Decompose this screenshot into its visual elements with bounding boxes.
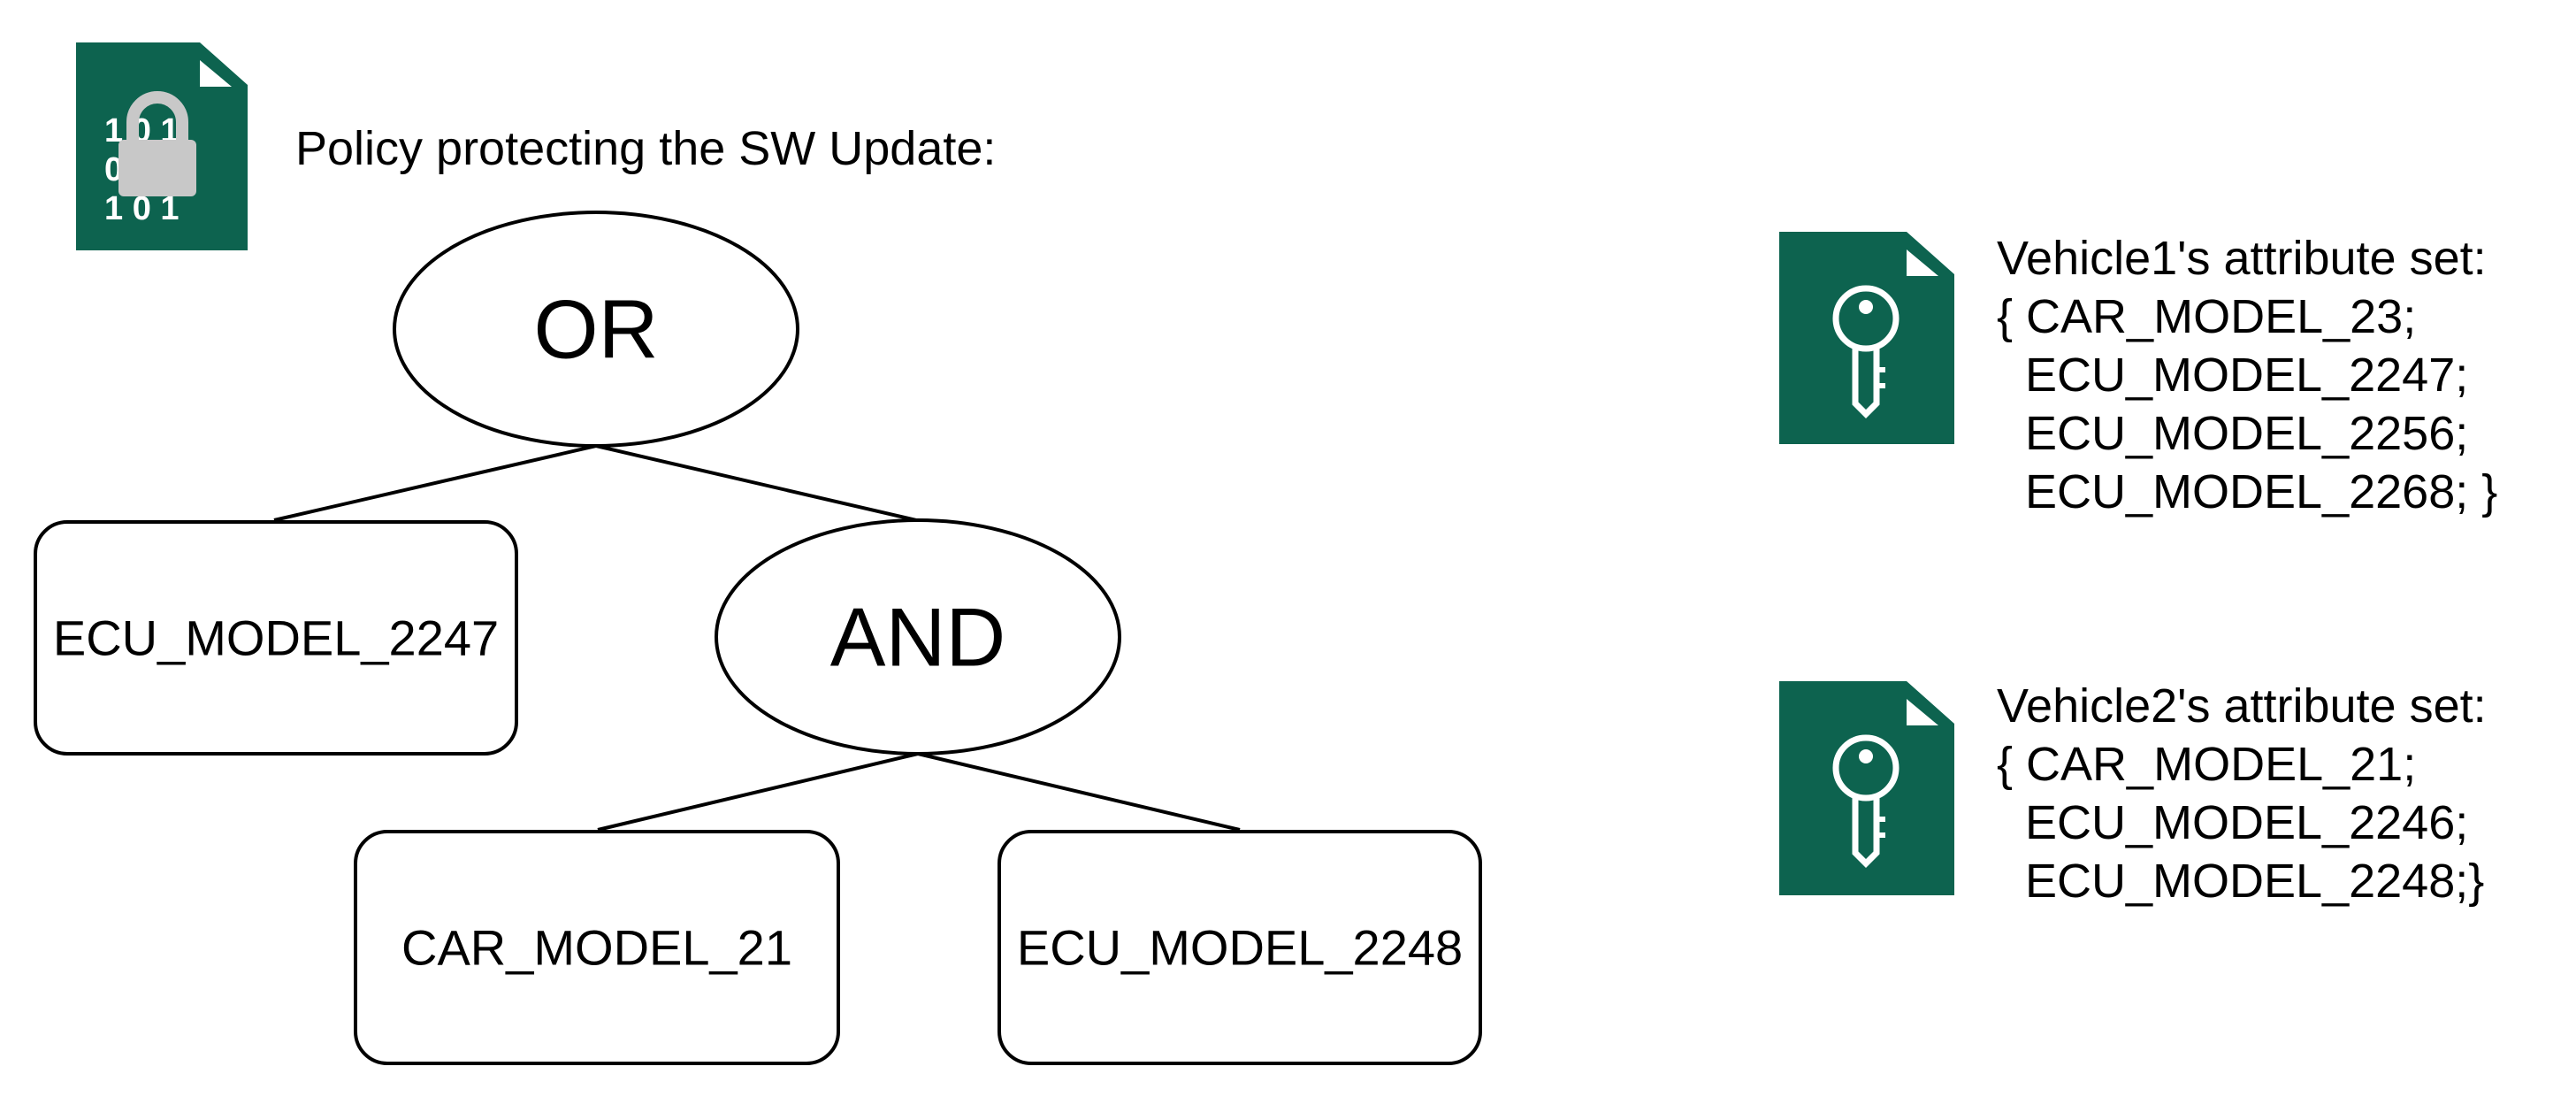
leaf-ecu-model-2248-label: ECU_MODEL_2248 xyxy=(1017,920,1463,976)
leaf-ecu-model-2248: ECU_MODEL_2248 xyxy=(998,830,1482,1065)
encrypted-file-icon: 1 0 1 0 1 0 1 xyxy=(76,42,248,250)
lock-icon xyxy=(118,91,196,196)
vehicle2-attribute-set: Vehicle2's attribute set: { CAR_MODEL_21… xyxy=(1997,679,2487,908)
and-node: AND xyxy=(715,518,1121,756)
or-node-label: OR xyxy=(534,283,659,376)
vehicle2-key-file-icon xyxy=(1779,681,1954,895)
policy-title: Policy protecting the SW Update: xyxy=(295,122,996,175)
vehicle2-attr-line-2: ECU_MODEL_2246; xyxy=(2025,796,2468,849)
leaf-ecu-model-2247: ECU_MODEL_2247 xyxy=(34,520,518,756)
vehicle1-attr-line-4: ECU_MODEL_2268; } xyxy=(2025,465,2497,518)
edge-or-to-left-leaf xyxy=(273,444,597,522)
binary-row-2: 0 xyxy=(104,151,123,188)
edge-and-to-ecu-leaf xyxy=(917,752,1241,832)
binary-digits: 1 0 1 0 1 0 1 xyxy=(104,112,180,227)
vehicle2-heading: Vehicle2's attribute set: xyxy=(1997,679,2487,733)
vehicle2-attr-line-1: { CAR_MODEL_21; xyxy=(1997,738,2416,791)
vehicle2-attr-line-3: ECU_MODEL_2248;} xyxy=(2025,855,2484,908)
vehicle1-attr-line-1: { CAR_MODEL_23; xyxy=(1997,290,2416,343)
leaf-car-model-21: CAR_MODEL_21 xyxy=(354,830,840,1065)
key-icon xyxy=(1832,285,1900,418)
and-node-label: AND xyxy=(830,591,1005,684)
vehicle1-attr-line-3: ECU_MODEL_2256; xyxy=(2025,407,2468,460)
vehicle1-attr-line-2: ECU_MODEL_2247; xyxy=(2025,349,2468,402)
edge-or-to-and xyxy=(595,444,917,522)
leaf-car-model-21-label: CAR_MODEL_21 xyxy=(401,920,792,976)
leaf-ecu-model-2247-label: ECU_MODEL_2247 xyxy=(53,610,499,666)
edge-and-to-car-leaf xyxy=(597,752,919,832)
or-node: OR xyxy=(393,211,799,448)
vehicle1-attribute-set: Vehicle1's attribute set: { CAR_MODEL_23… xyxy=(1997,232,2497,518)
key-icon xyxy=(1832,734,1900,868)
vehicle1-key-file-icon xyxy=(1779,232,1954,444)
tree-edges xyxy=(273,444,1241,832)
vehicle1-heading: Vehicle1's attribute set: xyxy=(1997,232,2487,285)
